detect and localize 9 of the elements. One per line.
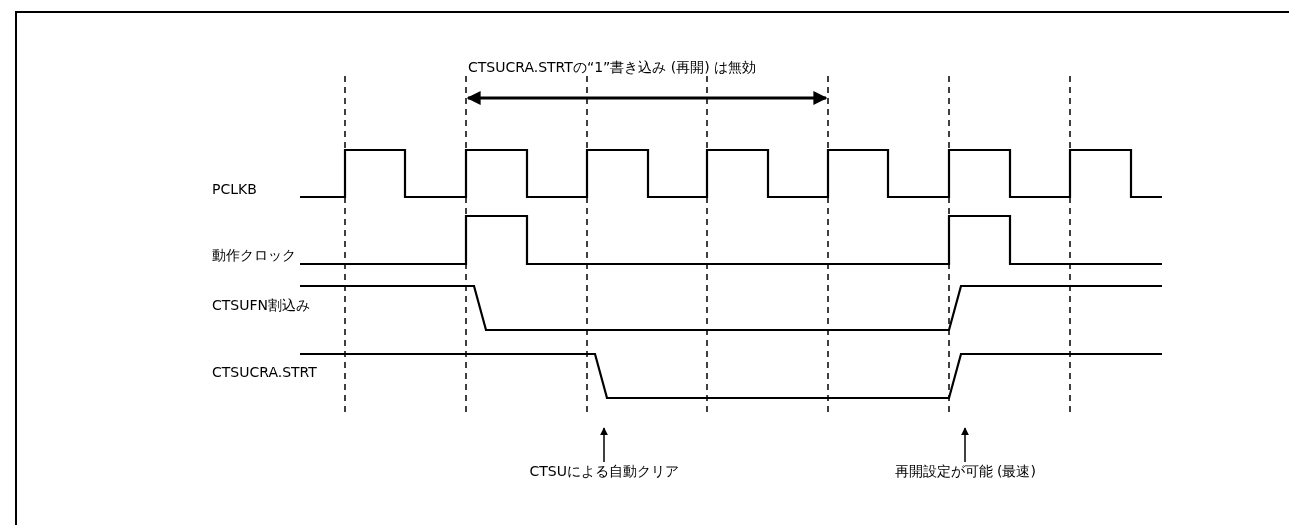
signal-name: CTSUCRA.STRT xyxy=(212,363,317,381)
signal-name: PCLKB xyxy=(212,180,257,198)
leader-line xyxy=(600,427,608,463)
leader-line xyxy=(961,427,969,463)
signal-name: 動作クロック xyxy=(212,246,296,264)
annotation-text: CTSUCRA.STRTの“1”書き込み (再開) は無効 xyxy=(468,58,757,76)
signal-name: CTSUFN割込み xyxy=(212,296,310,314)
annotation-text: CTSUによる自動クリア xyxy=(529,462,679,480)
annotation-text: 再開設定が可能 (最速) xyxy=(894,462,1036,480)
